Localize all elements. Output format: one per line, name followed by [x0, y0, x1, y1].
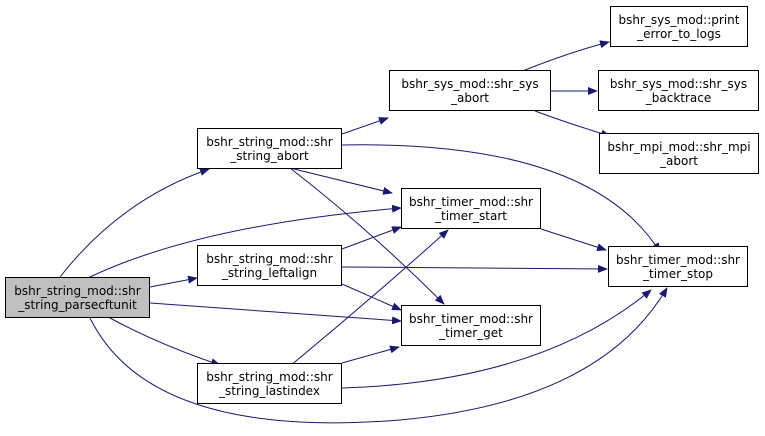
node-label-line1: bshr_timer_mod::shr: [409, 311, 533, 326]
node-shr-timer-stop[interactable]: bshr_timer_mod::shr _timer_stop: [608, 246, 748, 287]
edge-string-lastindex-to-timer-start: [289, 229, 449, 367]
node-label-line2: _error_to_logs: [637, 26, 721, 41]
node-shr-timer-start[interactable]: bshr_timer_mod::shr _timer_start: [401, 188, 541, 229]
node-shr-string-abort[interactable]: bshr_string_mod::shr _string_abort: [197, 128, 342, 169]
node-label-line2: _backtrace: [645, 90, 712, 105]
node-label-line1: bshr_sys_mod::shr_sys: [401, 76, 539, 91]
node-label-line2: _string_leftalign: [221, 265, 318, 280]
edge-timer-start-to-timer-stop: [540, 228, 607, 252]
edge-string-lastindex-to-timer-get: [341, 345, 400, 364]
edge-string-leftalign-to-timer-start: [341, 226, 402, 250]
edge-root-to-timer-start: [89, 204, 402, 278]
node-label-line2: _string_parsecftunit: [18, 297, 137, 312]
node-label-line2: _timer_get: [439, 325, 503, 340]
edge-string-abort-to-sys-abort: [341, 117, 389, 135]
node-label-line1: bshr_string_mod::shr: [206, 251, 333, 266]
edge-root-to-string-leftalign: [149, 275, 198, 288]
node-shr-sys-abort[interactable]: bshr_sys_mod::shr_sys _abort: [389, 70, 551, 111]
node-label-line2: _string_abort: [230, 148, 309, 163]
node-shr-mpi-abort[interactable]: bshr_mpi_mod::shr_mpi _abort: [599, 133, 759, 174]
edge-string-lastindex-to-timer-stop: [341, 289, 652, 389]
edge-root-to-string-abort: [59, 168, 210, 278]
node-label-line1: bshr_string_mod::shr: [206, 369, 333, 384]
node-label-line1: bshr_string_mod::shr: [14, 283, 141, 298]
node-label-line1: bshr_timer_mod::shr: [409, 194, 533, 209]
edge-string-abort-to-timer-stop: [341, 144, 661, 253]
node-label-line1: bshr_mpi_mod::shr_mpi: [607, 139, 751, 154]
node-label-line1: bshr_sys_mod::shr_sys: [609, 76, 748, 91]
node-label-line1: bshr_timer_mod::shr: [616, 252, 740, 267]
node-label-line2: _abort: [451, 90, 489, 105]
edge-string-abort-to-timer-start: [289, 167, 393, 195]
edge-root-to-timer-get: [149, 302, 402, 325]
node-print-error-to-logs[interactable]: bshr_sys_mod::print _error_to_logs: [610, 6, 748, 47]
node-shr-sys-backtrace[interactable]: bshr_sys_mod::shr_sys _backtrace: [598, 70, 759, 111]
node-shr-string-leftalign[interactable]: bshr_string_mod::shr _string_leftalign: [197, 245, 342, 286]
node-label-line2: _timer_stop: [643, 266, 713, 281]
edge-root-to-timer-stop: [89, 287, 668, 424]
node-shr-string-lastindex[interactable]: bshr_string_mod::shr _string_lastindex: [197, 363, 342, 404]
edge-string-leftalign-to-timer-stop: [341, 264, 608, 273]
node-label-line2: _abort: [660, 153, 698, 168]
node-shr-string-parsecftunit: bshr_string_mod::shr _string_parsecftuni…: [5, 277, 150, 318]
edge-root-to-string-lastindex: [109, 317, 221, 366]
node-label-line2: _string_lastindex: [219, 383, 320, 398]
node-label-line1: bshr_sys_mod::print: [618, 12, 740, 27]
node-shr-timer-get[interactable]: bshr_timer_mod::shr _timer_get: [401, 305, 541, 346]
edge-sys-abort-to-print-error: [519, 40, 610, 73]
edge-string-abort-to-timer-get: [289, 167, 445, 305]
node-label-line1: bshr_string_mod::shr: [206, 134, 333, 149]
node-label-line2: _timer_start: [435, 208, 507, 223]
